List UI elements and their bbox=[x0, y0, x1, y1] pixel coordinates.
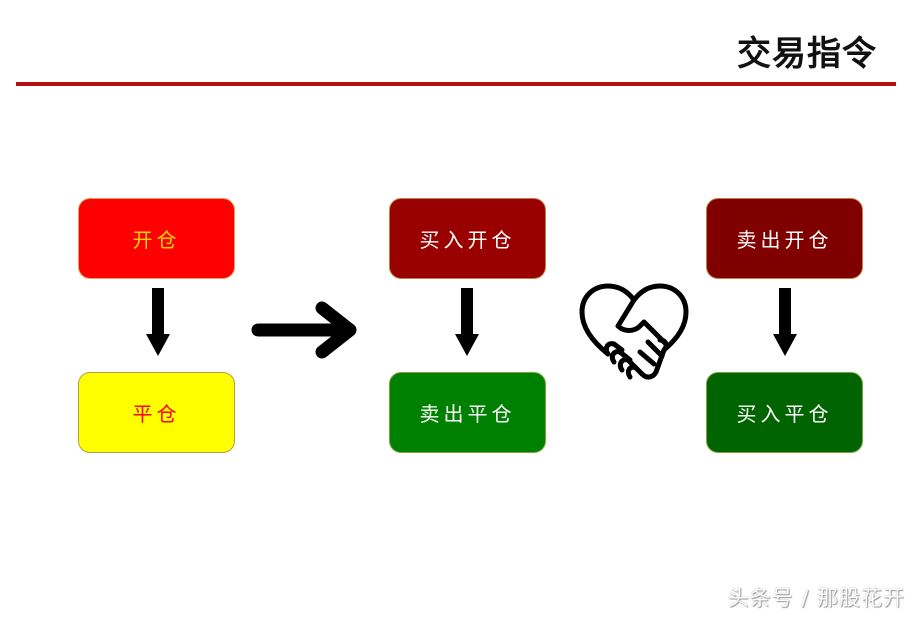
open-position-box: 开仓 bbox=[78, 198, 235, 279]
watermark: 头条号 / 那股花开 bbox=[727, 586, 905, 610]
page-title: 交易指令 bbox=[737, 34, 877, 74]
down-arrow-icon bbox=[146, 288, 170, 356]
down-arrow-icon bbox=[455, 288, 479, 356]
close-position-box: 平仓 bbox=[78, 372, 235, 453]
buy-open-box: 买入开仓 bbox=[389, 198, 546, 279]
sell-close-box: 卖出平仓 bbox=[389, 372, 546, 453]
title-underline bbox=[16, 82, 896, 86]
open-position-label: 开仓 bbox=[132, 228, 181, 252]
sell-close-label: 卖出平仓 bbox=[419, 402, 516, 426]
down-arrow-icon bbox=[773, 288, 797, 356]
buy-close-label: 买入平仓 bbox=[736, 402, 833, 426]
sell-open-box: 卖出开仓 bbox=[706, 198, 863, 279]
buy-close-box: 买入平仓 bbox=[706, 372, 863, 453]
close-position-label: 平仓 bbox=[132, 402, 181, 426]
right-arrow-icon bbox=[251, 301, 357, 359]
handshake-heart-icon bbox=[579, 283, 689, 380]
buy-open-label: 买入开仓 bbox=[419, 228, 516, 252]
sell-open-label: 卖出开仓 bbox=[736, 228, 833, 252]
